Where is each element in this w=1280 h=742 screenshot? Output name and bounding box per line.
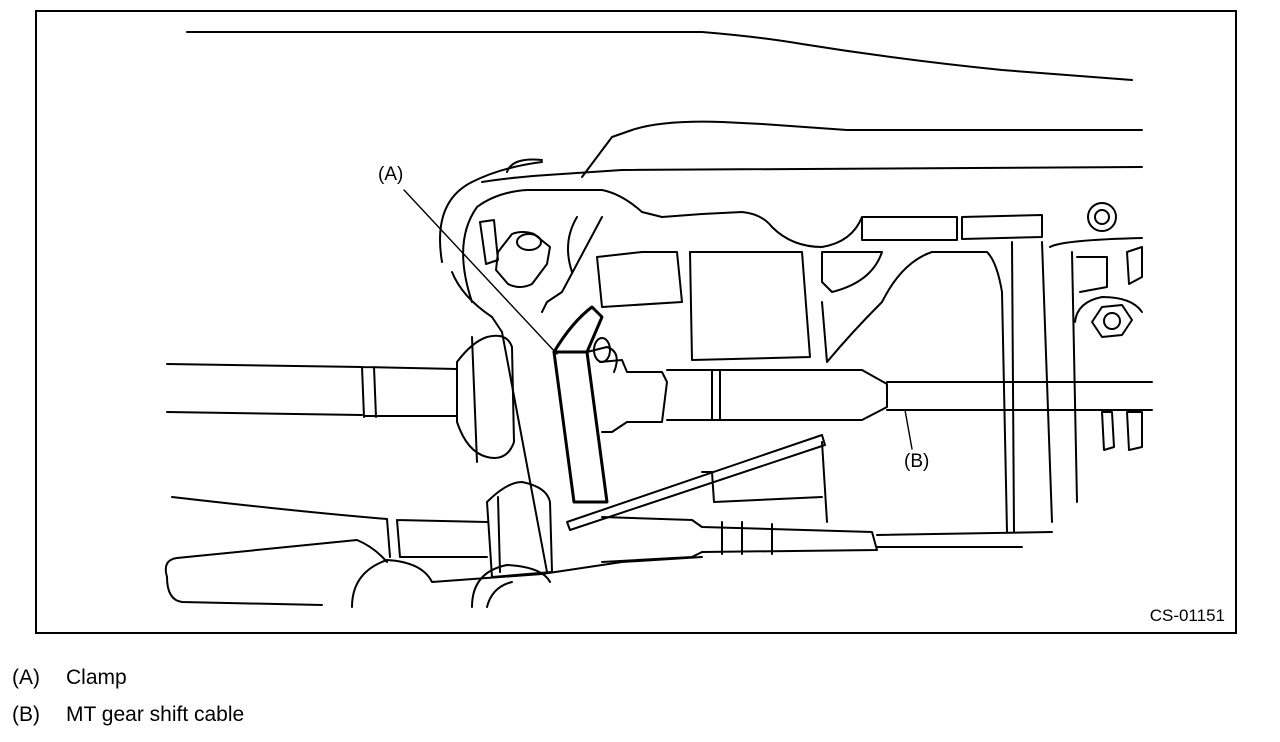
clamp bbox=[552, 350, 609, 504]
callout-b: (B) bbox=[904, 451, 930, 472]
housing-lip bbox=[581, 120, 848, 178]
bracket-slot-curve bbox=[567, 216, 578, 273]
cable-lower-collar bbox=[386, 518, 488, 558]
nut-boss bbox=[1074, 296, 1143, 323]
cable-lower-grooves bbox=[721, 521, 773, 555]
lower-bracket-top bbox=[164, 539, 388, 578]
clamp-hook bbox=[552, 305, 604, 354]
cable-upper-sleeve bbox=[666, 369, 888, 421]
panel-notch bbox=[1076, 256, 1108, 293]
nut-upper bbox=[1087, 202, 1117, 232]
bracket-inner-edge bbox=[462, 189, 773, 303]
legend-item-a: (A) Clamp bbox=[12, 667, 127, 688]
legend-label-a: Clamp bbox=[66, 666, 127, 689]
diagonal-strut bbox=[566, 434, 826, 531]
panel-tab-right bbox=[1126, 246, 1143, 285]
bracket-curve-left bbox=[439, 161, 543, 263]
lower-housing-arc bbox=[351, 556, 703, 608]
legend-label-b: MT gear shift cable bbox=[66, 703, 245, 726]
legend-item-b: (B) MT gear shift cable bbox=[12, 704, 244, 725]
strut-window bbox=[701, 471, 823, 503]
housing-top-edge bbox=[186, 31, 1133, 81]
panel-rib-edge bbox=[1011, 241, 1015, 533]
cable-upper-rod bbox=[886, 381, 1153, 411]
clamp-edge bbox=[586, 346, 618, 373]
panel-rib-right bbox=[821, 251, 1008, 533]
lower-housing-arc-3 bbox=[486, 581, 513, 608]
leader-line-b bbox=[904, 409, 913, 450]
pin-bolt-head bbox=[516, 233, 542, 251]
cable-lower-top bbox=[171, 496, 388, 520]
legend-key-a: (A) bbox=[12, 666, 40, 689]
callout-a: (A) bbox=[378, 164, 404, 185]
lower-bracket-bottom bbox=[166, 576, 323, 606]
pin-bolt bbox=[495, 231, 551, 288]
cable-upper-boot bbox=[456, 334, 515, 459]
cable-lower-boot bbox=[486, 481, 553, 578]
panel-window-4 bbox=[861, 216, 958, 241]
cable-upper-collar bbox=[361, 366, 458, 418]
panel-window-5 bbox=[961, 214, 1043, 240]
cable-end-fitting bbox=[599, 359, 668, 433]
cable-upper-grooves bbox=[711, 369, 721, 421]
housing-rib bbox=[481, 166, 1143, 183]
panel-window-2 bbox=[689, 251, 811, 361]
nut-upper-hole bbox=[1094, 209, 1110, 225]
cable-upper-bottom bbox=[166, 411, 363, 416]
legend-key-b: (B) bbox=[12, 703, 40, 726]
leader-line-a bbox=[403, 189, 558, 355]
cable-lower-boot-ring bbox=[497, 496, 501, 573]
cable-upper-top bbox=[166, 363, 363, 368]
strut-post bbox=[821, 441, 828, 523]
pin-tab bbox=[479, 219, 499, 265]
cable-upper-boot-ring bbox=[471, 336, 478, 463]
cable-lower-rod bbox=[876, 531, 1053, 548]
bracket-slot-line bbox=[541, 216, 603, 313]
panel-small-tabs bbox=[1101, 411, 1143, 451]
panel-window-1 bbox=[596, 251, 683, 308]
lower-housing-arc-2 bbox=[471, 564, 551, 608]
nut-lower-hole bbox=[1103, 312, 1121, 330]
cable-lower-sleeve bbox=[601, 516, 878, 563]
panel-window-3 bbox=[821, 251, 883, 293]
illustration-frame: (A) (B) CS-01151 bbox=[35, 10, 1237, 634]
nut-lower bbox=[1091, 304, 1133, 338]
panel-side-line bbox=[1071, 251, 1078, 503]
bracket-knob bbox=[506, 158, 543, 173]
panel-arc bbox=[771, 216, 863, 248]
figure-id: CS-01151 bbox=[1149, 606, 1225, 625]
panel-top-right bbox=[1049, 237, 1143, 248]
shift-cable-illustration bbox=[164, 31, 1153, 608]
